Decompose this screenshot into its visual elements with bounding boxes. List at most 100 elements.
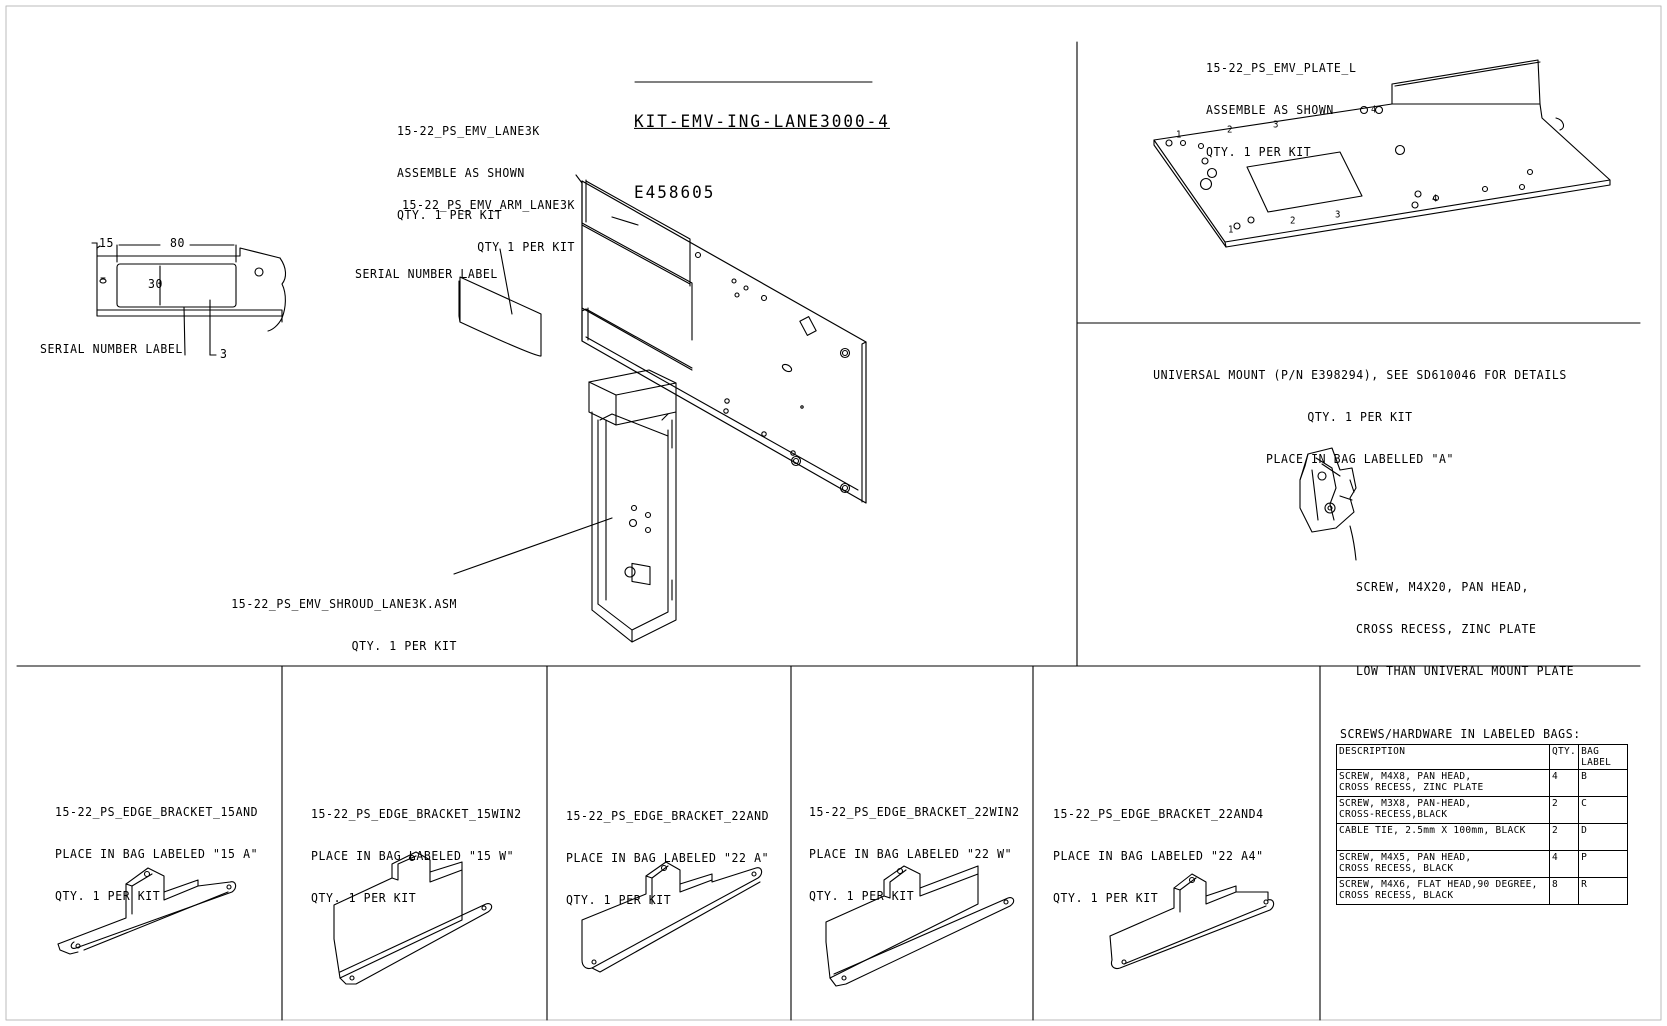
screw-note-line2: CROSS RECESS, ZINC PLATE	[1356, 621, 1537, 637]
desc-line: SCREW, M3X8, PAN-HEAD,	[1339, 798, 1472, 809]
bracket-drawing-22and4	[1109, 873, 1275, 970]
row-bag: R	[1578, 877, 1628, 905]
plate-note: ASSEMBLE AS SHOWN	[1206, 102, 1334, 118]
plate-hole-label: 2	[1290, 216, 1297, 227]
plate-hole-label: 2	[1227, 125, 1234, 136]
bracket-name: 15-22_PS_EDGE_BRACKET_15AND	[55, 804, 259, 820]
bracket-callout-22win2: 15-22_PS_EDGE_BRACKET_22WIN2 PLACE IN BA…	[809, 777, 1020, 917]
plate-hole-label: 1	[1176, 130, 1183, 141]
plate-hole-label: 1	[1228, 225, 1235, 236]
bracket-name: 15-22_PS_EDGE_BRACKET_15WIN2	[311, 806, 522, 822]
bracket-drawing-15win2	[333, 851, 493, 985]
shroud-qty: QTY. 1 PER KIT	[351, 638, 457, 654]
shroud-callout: 15-22_PS_EMV_SHROUD_LANE3K.ASM QTY. 1 PE…	[215, 569, 457, 667]
shroud-assembly	[588, 369, 677, 643]
screw-note-line1: SCREW, M4X20, PAN HEAD,	[1356, 579, 1530, 595]
row-qty: 8	[1548, 877, 1580, 905]
screw-note-line3: LOW THAN UNIVERAL MOUNT PLATE	[1356, 663, 1575, 679]
bracket-name: 15-22_PS_EDGE_BRACKET_22WIN2	[809, 804, 1020, 820]
leader-lines-main	[453, 174, 613, 575]
col-description: DESCRIPTION	[1336, 744, 1550, 770]
arm-name: 15-22_PS_EMV_ARM_LANE3K	[401, 197, 575, 213]
kit-title-block: KIT-EMV-ING-LANE3000-4 E458605	[634, 62, 890, 228]
lane-assembly-name: 15-22_PS_EMV_LANE3K	[397, 123, 540, 139]
row-bag: B	[1578, 769, 1628, 797]
serial-label-detail-view	[91, 242, 287, 356]
col-bag-label: BAG LABEL	[1578, 744, 1628, 770]
bracket-name: 15-22_PS_EDGE_BRACKET_22AND4	[1053, 806, 1264, 822]
bracket-qty: QTY. 1 PER KIT	[566, 892, 672, 908]
table-row: SCREW, M4X6, FLAT HEAD,90 DEGREE,CROSS R…	[1336, 877, 1628, 905]
bracket-callout-22and4: 15-22_PS_EDGE_BRACKET_22AND4 PLACE IN BA…	[1053, 779, 1264, 919]
serial-label-callout: SERIAL NUMBER LABEL	[355, 239, 498, 295]
bracket-bag: PLACE IN BAG LABELED "15 W"	[311, 848, 515, 864]
arm-assembly	[581, 179, 867, 504]
bracket-bag: PLACE IN BAG LABELED "22 W"	[809, 846, 1013, 862]
desc-line: CABLE TIE, 2.5mm X 100mm, BLACK	[1339, 825, 1526, 836]
bracket-drawing-22and	[581, 861, 763, 973]
lane-assembly-callout: 15-22_PS_EMV_LANE3K ASSEMBLE AS SHOWN QT…	[397, 96, 540, 236]
plate-hole-label: 3	[1335, 210, 1342, 221]
bracket-drawing-22win2	[825, 865, 1015, 987]
col-qty: QTY.	[1548, 744, 1580, 770]
plate-drawing	[1153, 59, 1611, 248]
sheet-frame	[5, 5, 1662, 1021]
dim-edge: 3	[220, 345, 228, 362]
bracket-qty: QTY. 1 PER KIT	[311, 890, 417, 906]
lane-assembly-qty: QTY. 1 PER KIT	[397, 207, 503, 223]
serial-number-label-card	[458, 248, 542, 357]
desc-line: CROSS RECESS, BLACK	[1339, 890, 1454, 901]
row-description: SCREW, M4X8, PAN HEAD,CROSS RECESS, ZINC…	[1336, 769, 1550, 797]
table-row: SCREW, M3X8, PAN-HEAD,CROSS-RECESS,BLACK…	[1336, 796, 1628, 824]
kit-title: KIT-EMV-ING-LANE3000-4	[634, 110, 890, 132]
hardware-header-row: DESCRIPTION QTY. BAG LABEL	[1336, 744, 1628, 770]
row-bag: C	[1578, 796, 1628, 824]
serial-label-detail-callout: SERIAL NUMBER LABEL	[40, 340, 183, 357]
arm-qty: QTY 1 PER KIT	[477, 239, 575, 255]
row-bag: D	[1578, 823, 1628, 851]
row-description: SCREW, M3X8, PAN-HEAD,CROSS-RECESS,BLACK	[1336, 796, 1550, 824]
universal-mount-line1: UNIVERSAL MOUNT (P/N E398294), SEE SD610…	[1153, 367, 1567, 383]
table-row: SCREW, M4X5, PAN HEAD,CROSS RECESS, BLAC…	[1336, 850, 1628, 878]
row-qty: 4	[1548, 850, 1580, 878]
row-description: CABLE TIE, 2.5mm X 100mm, BLACK	[1336, 823, 1550, 851]
plate-callout: 15-22_PS_EMV_PLATE_L ASSEMBLE AS SHOWN Q…	[1206, 33, 1356, 173]
bracket-bag: PLACE IN BAG LABELED "22 A4"	[1053, 848, 1264, 864]
dim-offset: 15	[99, 234, 115, 251]
bracket-name: 15-22_PS_EDGE_BRACKET_22AND	[566, 808, 770, 824]
lane-assembly-note: ASSEMBLE AS SHOWN	[397, 165, 525, 181]
desc-line: CROSS RECESS, ZINC PLATE	[1339, 782, 1484, 793]
row-description: SCREW, M4X6, FLAT HEAD,90 DEGREE,CROSS R…	[1336, 877, 1550, 905]
dim-height: 30	[148, 275, 164, 292]
row-qty: 2	[1548, 796, 1580, 824]
desc-line: CROSS-RECESS,BLACK	[1339, 809, 1448, 820]
serial-label-callout-text: SERIAL NUMBER LABEL	[355, 266, 498, 282]
bracket-callout-15and: 15-22_PS_EDGE_BRACKET_15AND PLACE IN BAG…	[55, 777, 258, 917]
plate-qty: QTY. 1 PER KIT	[1206, 144, 1312, 160]
row-bag: P	[1578, 850, 1628, 878]
universal-mount-callout: UNIVERSAL MOUNT (P/N E398294), SEE SD610…	[1100, 340, 1620, 480]
bracket-callout-22and: 15-22_PS_EDGE_BRACKET_22AND PLACE IN BAG…	[566, 781, 769, 921]
table-row: SCREW, M4X8, PAN HEAD,CROSS RECESS, ZINC…	[1336, 769, 1628, 797]
arm-callout: 15-22_PS_EMV_ARM_LANE3K QTY 1 PER KIT	[397, 170, 575, 268]
row-qty: 4	[1548, 769, 1580, 797]
plate-name: 15-22_PS_EMV_PLATE_L	[1206, 60, 1357, 76]
desc-line: SCREW, M4X8, PAN HEAD,	[1339, 771, 1472, 782]
universal-mount-screw-note: SCREW, M4X20, PAN HEAD, CROSS RECESS, ZI…	[1356, 552, 1574, 692]
dim-width: 80	[170, 234, 186, 251]
bracket-bag: PLACE IN BAG LABELED "22 A"	[566, 850, 770, 866]
hardware-heading: SCREWS/HARDWARE IN LABELED BAGS:	[1340, 725, 1581, 742]
desc-line: CROSS RECESS, BLACK	[1339, 863, 1454, 874]
bracket-qty: QTY. 1 PER KIT	[1053, 890, 1159, 906]
bracket-qty: QTY. 1 PER KIT	[55, 888, 161, 904]
desc-line: SCREW, M4X6, FLAT HEAD,90 DEGREE,	[1339, 879, 1538, 890]
bracket-bag: PLACE IN BAG LABELED "15 A"	[55, 846, 259, 862]
bracket-drawing-15and	[57, 867, 237, 955]
universal-mount-line2: QTY. 1 PER KIT	[1307, 409, 1413, 425]
universal-mount-line3: PLACE IN BAG LABELLED "A"	[1265, 451, 1455, 467]
row-qty: 2	[1548, 823, 1580, 851]
table-row: CABLE TIE, 2.5mm X 100mm, BLACK 2 D	[1336, 823, 1628, 851]
plate-hole-label: 3	[1273, 120, 1280, 131]
desc-line: SCREW, M4X5, PAN HEAD,	[1339, 852, 1472, 863]
